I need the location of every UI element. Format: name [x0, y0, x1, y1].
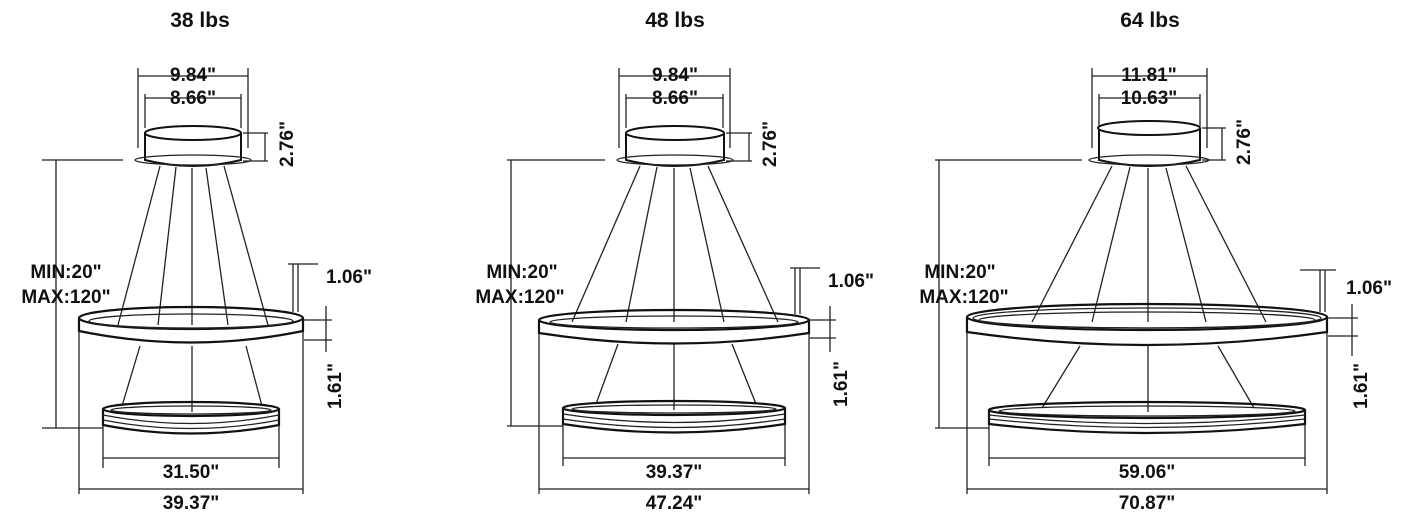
- canopy-inner-dimension: 8.66": [652, 88, 698, 109]
- canopy-outer-dimension: 9.84": [652, 65, 698, 86]
- suspension-cables: [1031, 165, 1267, 412]
- large-ring: [965, 302, 1329, 347]
- small-ring: [561, 399, 787, 434]
- canopy: [134, 68, 252, 167]
- canopy-height-dimension: 2.76": [760, 121, 781, 167]
- max-height-label: MAX:120": [919, 287, 1008, 308]
- canopy-height-dimension: 2.76": [1234, 119, 1255, 165]
- small-ring: [101, 400, 281, 435]
- small-ring-diameter: 31.50": [163, 462, 220, 483]
- suspension-cables: [117, 165, 269, 412]
- ring-gap-dimension: 1.61": [325, 363, 346, 409]
- canopy-height-dimension: 2.76": [277, 121, 298, 167]
- weight-label: 48 lbs: [645, 9, 705, 32]
- max-height-label: MAX:120": [475, 287, 564, 308]
- large-ring: [77, 305, 305, 344]
- ring-thickness-dimension: 1.06": [326, 267, 372, 288]
- ring-gap-dimension: 1.61": [831, 361, 852, 407]
- large-ring-diameter: 47.24": [646, 493, 703, 514]
- large-ring-diameter: 39.37": [163, 493, 220, 514]
- large-ring: [537, 308, 811, 345]
- small-ring: [987, 400, 1307, 435]
- figure-64lbs: 64 lbs 11.81" 10.63" 2.76": [919, 9, 1392, 514]
- weight-label: 64 lbs: [1120, 9, 1180, 32]
- min-height-label: MIN:20": [30, 262, 101, 283]
- large-ring-diameter: 70.87": [1119, 493, 1176, 514]
- min-height-label: MIN:20": [924, 262, 995, 283]
- figure-48lbs: 48 lbs 9.84" 8.66" 2.76": [475, 9, 874, 514]
- ring-thickness-dimension: 1.06": [828, 271, 874, 292]
- canopy-inner-dimension: 8.66": [170, 88, 216, 109]
- small-ring-diameter: 39.37": [646, 462, 703, 483]
- figure-38lbs: 38 lbs 9.84" 8.66" 2.76": [21, 9, 372, 514]
- ring-gap-dimension: 1.61": [1351, 363, 1372, 409]
- canopy-inner-dimension: 10.63": [1121, 88, 1178, 109]
- canopy-outer-dimension: 11.81": [1121, 65, 1177, 86]
- canopy-outer-dimension: 9.84": [170, 65, 216, 86]
- max-height-label: MAX:120": [21, 287, 110, 308]
- suspension-cables: [571, 165, 779, 410]
- weight-label: 38 lbs: [170, 9, 230, 32]
- small-ring-diameter: 59.06": [1119, 462, 1176, 483]
- ring-thickness-dimension: 1.06": [1346, 278, 1392, 299]
- min-height-label: MIN:20": [486, 262, 557, 283]
- canopy: [1088, 68, 1210, 167]
- canopy: [616, 68, 734, 167]
